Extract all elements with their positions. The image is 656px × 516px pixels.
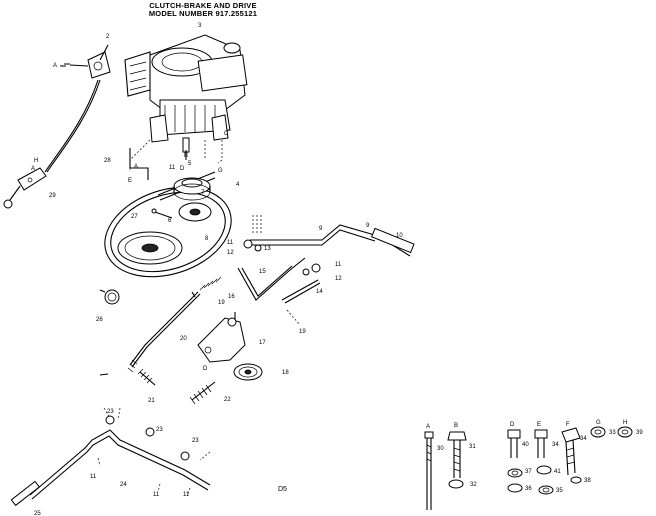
letter-a-lever: A [31, 166, 35, 172]
callout-6: 6 [168, 218, 172, 224]
callout-23-b: 23 [156, 427, 163, 433]
clutch-rod-drawing [129, 276, 222, 368]
letter-g-hardware: G [596, 420, 601, 426]
callout-17: 17 [259, 340, 266, 346]
letter-d-hardware: D [510, 422, 515, 428]
callout-18: 18 [282, 370, 289, 376]
engine-leaders [129, 139, 223, 172]
callout-labels: 2 3 4 5 6 7 8 9 9 10 11 11 11 11 11 11 1… [34, 23, 643, 516]
callout-25: 25 [34, 511, 41, 516]
callout-26: 26 [96, 317, 103, 323]
letter-a-throttle: A [53, 63, 57, 69]
callout-20: 20 [180, 336, 187, 342]
callout-2: 2 [106, 34, 110, 40]
callout-15: 15 [259, 269, 266, 275]
callout-37: 37 [525, 469, 532, 475]
letter-a-engine: A [134, 164, 138, 170]
callout-33: 33 [609, 430, 616, 436]
callout-19-a: 19 [218, 300, 225, 306]
callout-5: 5 [188, 161, 192, 167]
callout-11-c: 11 [335, 262, 342, 268]
shift-linkage-drawing [237, 215, 415, 326]
callout-30: 30 [437, 446, 444, 452]
belt-pulley-drawing [99, 148, 232, 305]
letter-b-hardware: B [454, 423, 458, 429]
brake-rod-drawing [10, 407, 211, 507]
callout-19-b: 19 [299, 329, 306, 335]
callout-31: 31 [469, 444, 476, 450]
callout-11-b: 11 [227, 240, 234, 246]
title-line-1: CLUTCH-BRAKE AND DRIVE [149, 1, 257, 10]
callout-29: 29 [49, 193, 56, 199]
callout-9-a: 9 [319, 226, 323, 232]
letter-g-engine: G [218, 168, 223, 174]
hardware-drawing [424, 426, 633, 510]
callout-22: 22 [224, 397, 231, 403]
callout-12-b: 12 [335, 276, 342, 282]
callout-38: 38 [584, 478, 591, 484]
callout-24: 24 [120, 482, 127, 488]
callout-11-a: 11 [169, 165, 176, 171]
callout-36: 36 [525, 486, 532, 492]
callout-12-a: 12 [227, 250, 234, 256]
engine-drawing [124, 34, 248, 160]
callout-4: 4 [236, 182, 240, 188]
callout-34-a: 34 [552, 442, 559, 448]
callout-21: 21 [148, 398, 155, 404]
callout-11-d: 11 [90, 474, 97, 480]
callout-23-c: 23 [192, 438, 199, 444]
callout-27: 27 [131, 214, 138, 220]
page-number: D5 [278, 486, 287, 493]
letter-e-hardware: E [537, 422, 541, 428]
callout-32: 32 [470, 482, 477, 488]
callout-14: 14 [316, 289, 323, 295]
callout-35: 35 [556, 488, 563, 494]
letter-b-engine: B [184, 153, 188, 159]
callout-11-e: 11 [153, 492, 160, 498]
letter-d-idler: D [203, 366, 208, 372]
letter-d-engine: D [180, 166, 185, 172]
letter-c-engine: C [224, 131, 229, 137]
callout-11-f: 11 [183, 492, 190, 498]
letter-e-engine: E [128, 178, 132, 184]
letter-h-hardware: H [623, 420, 627, 426]
springs-drawing [99, 359, 216, 405]
diagram-title: CLUTCH-BRAKE AND DRIVE MODEL NUMBER 917.… [128, 2, 278, 18]
callout-10: 10 [396, 233, 403, 239]
callout-3: 3 [198, 23, 202, 29]
letter-h-lever: H [34, 158, 38, 164]
callout-34-b: 34 [580, 436, 587, 442]
callout-39: 39 [636, 430, 643, 436]
callout-8: 8 [205, 236, 209, 242]
callout-16: 16 [228, 294, 235, 300]
title-line-2: MODEL NUMBER 917.255121 [148, 9, 258, 18]
throttle-control-drawing [3, 44, 111, 209]
letter-labels: A A A A B B C D D D E E F G H H G [31, 63, 627, 430]
callout-23-a: 23 [107, 409, 114, 415]
idler-bracket-drawing [197, 312, 263, 381]
callout-40: 40 [522, 442, 529, 448]
letter-f-hardware: F [566, 422, 570, 428]
letter-a-hardware: A [426, 424, 430, 430]
callout-13: 13 [264, 246, 271, 252]
callout-28: 28 [104, 158, 111, 164]
callout-41: 41 [554, 469, 561, 475]
callout-7: 7 [201, 190, 205, 196]
callout-9-b: 9 [366, 223, 370, 229]
